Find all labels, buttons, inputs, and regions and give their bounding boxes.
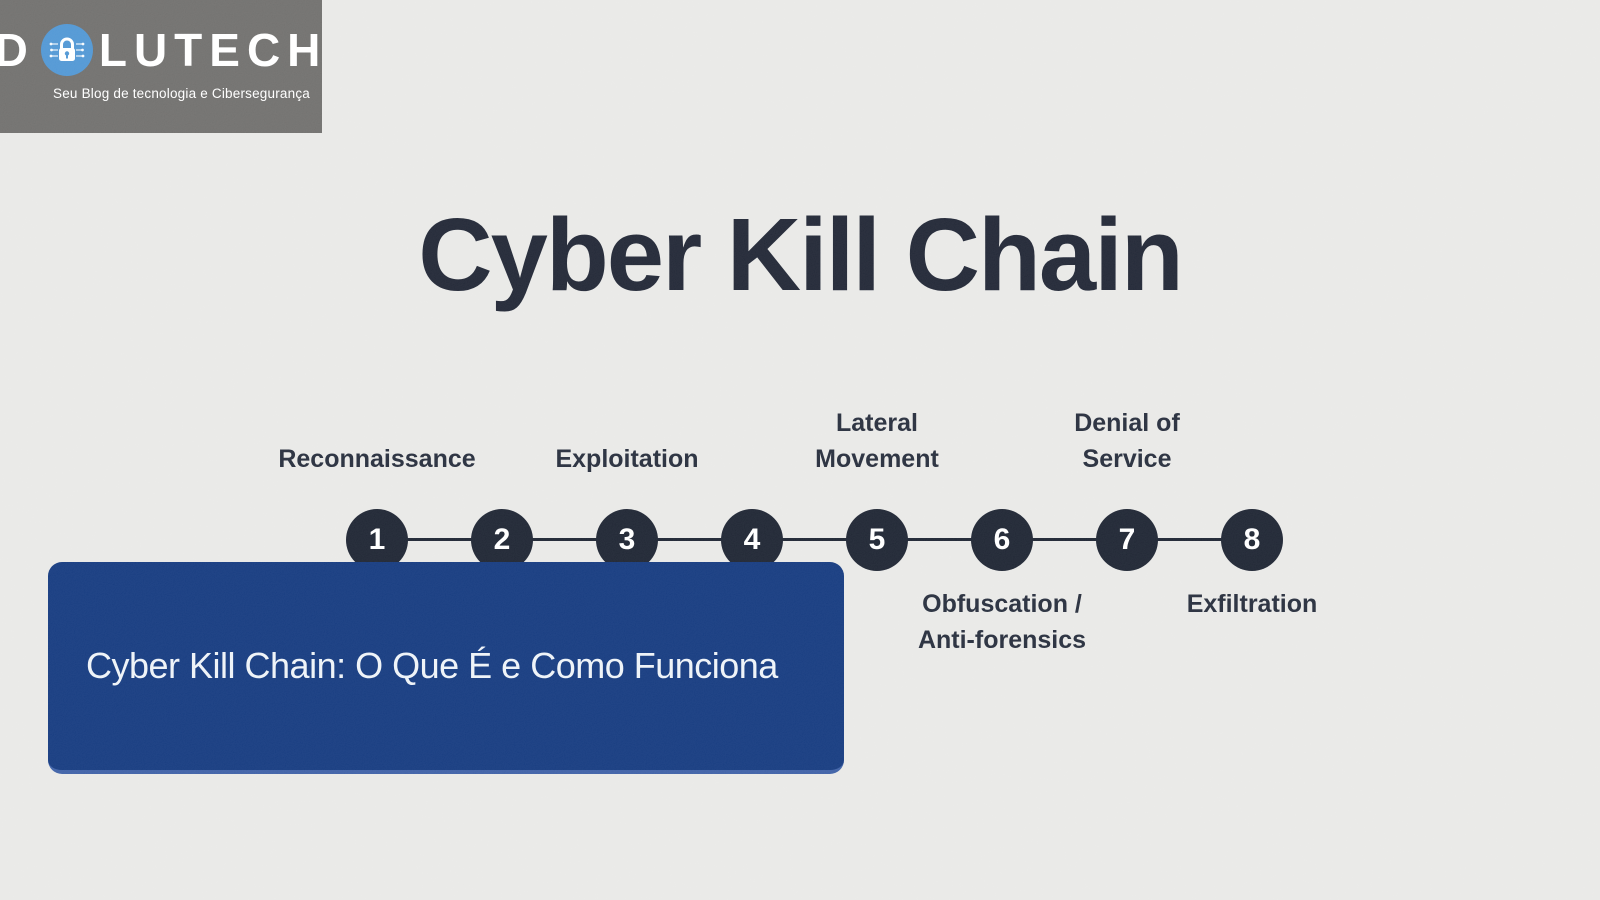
step-number: 6 — [993, 523, 1011, 556]
page-title: Cyber Kill Chain — [418, 197, 1184, 312]
step-number: 4 — [743, 523, 761, 556]
step-label-denial-of-service: Denial of Service — [987, 405, 1267, 477]
step-label-exfiltration: Exfiltration — [1112, 586, 1392, 622]
label-line: Denial of — [1074, 409, 1180, 437]
article-title-banner: Cyber Kill Chain: O Que É e Como Funcion… — [48, 562, 844, 774]
dolutech-logo: D — [0, 0, 322, 133]
step-label-lateral-movement: Lateral Movement — [737, 405, 1017, 477]
logo-tagline: Seu Blog de tecnologia e Cibersegurança — [53, 86, 310, 101]
logo-letter-d: D — [0, 24, 37, 76]
label-line: Lateral — [836, 409, 918, 437]
label-line: Obfuscation / — [922, 590, 1082, 618]
label-line: Exfiltration — [1186, 590, 1318, 618]
label-line: Movement — [815, 445, 939, 473]
article-title-text: Cyber Kill Chain: O Que É e Como Funcion… — [86, 645, 778, 686]
timeline-step-circle-7: 7 — [1096, 509, 1158, 571]
label-line: Exploitation — [555, 445, 699, 473]
step-number: 3 — [618, 523, 636, 556]
label-line: Anti-forensics — [917, 626, 1087, 654]
label-line: Reconnaissance — [278, 445, 476, 473]
logo-letters-lutech: LUTECH — [98, 24, 328, 76]
padlock-circuit-icon — [40, 24, 93, 76]
timeline-step-circle-8: 8 — [1221, 509, 1283, 571]
step-number: 7 — [1118, 523, 1136, 556]
timeline-step-circle-5: 5 — [846, 509, 908, 571]
step-number: 1 — [368, 523, 386, 556]
step-label-obfuscation-anti-forensics: Obfuscation / Anti-forensics — [862, 586, 1142, 658]
step-number: 2 — [493, 523, 511, 556]
step-number: 8 — [1243, 523, 1261, 556]
logo-wordmark: D — [0, 24, 322, 76]
label-line: Service — [1082, 445, 1172, 473]
step-label-reconnaissance: Reconnaissance — [237, 441, 517, 477]
step-label-exploitation: Exploitation — [487, 441, 767, 477]
timeline-step-circle-6: 6 — [971, 509, 1033, 571]
step-number: 5 — [868, 523, 886, 556]
